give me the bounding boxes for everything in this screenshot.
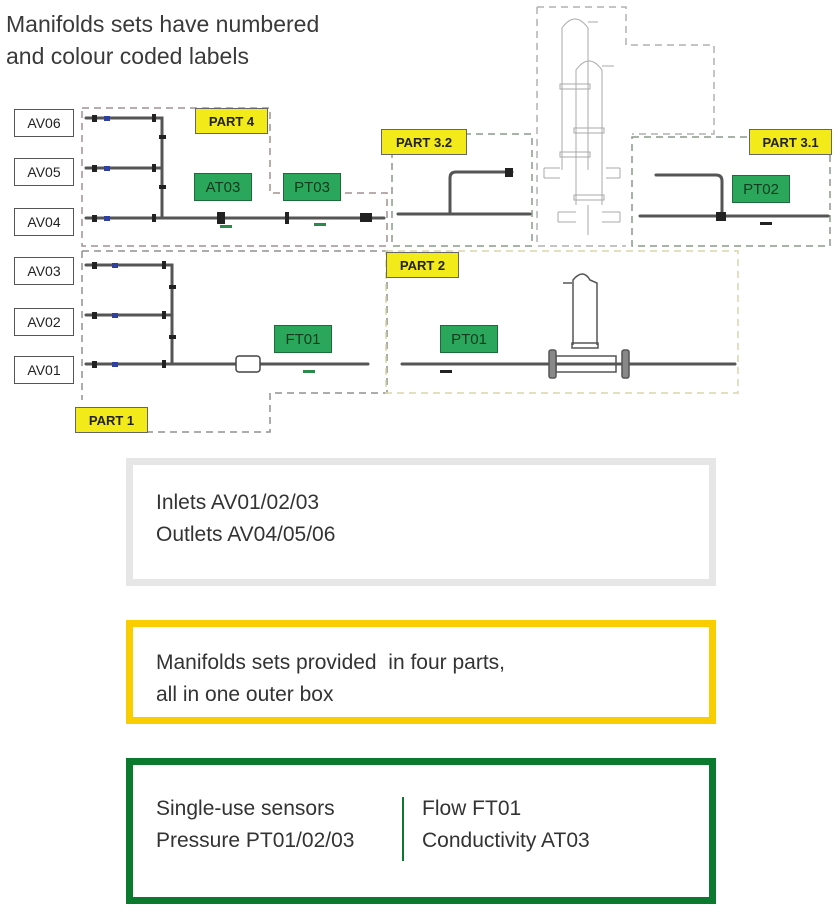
valve-label-av01: AV01 bbox=[14, 356, 74, 384]
title-line-2: and colour coded labels bbox=[6, 43, 249, 69]
part-label-4: PART 4 bbox=[195, 108, 268, 134]
part4-region bbox=[81, 107, 388, 247]
column-divider bbox=[402, 797, 404, 861]
valve-label-av02: AV02 bbox=[14, 308, 74, 336]
filter-capsule bbox=[572, 273, 598, 345]
outlets-text: Outlets AV04/05/06 bbox=[156, 523, 336, 546]
column-housing-2 bbox=[575, 60, 603, 205]
single-use-sensors-text: Single-use sensors bbox=[156, 797, 335, 820]
conductivity-sensor-text: Conductivity AT03 bbox=[422, 829, 590, 852]
sensor-label-pt02: PT02 bbox=[732, 175, 790, 203]
sensors-left-column: Single-use sensors Pressure PT01/02/03 bbox=[156, 793, 402, 897]
pipe-part31-branch bbox=[654, 173, 724, 218]
valve-label-av06: AV06 bbox=[14, 109, 74, 137]
part32-region bbox=[391, 133, 533, 247]
part2-region bbox=[385, 250, 739, 394]
sensor-label-at03: AT03 bbox=[194, 173, 252, 201]
parts-info-box: Manifolds sets provided in four parts, a… bbox=[126, 620, 716, 724]
flow-meter-ft01 bbox=[235, 355, 261, 373]
sensor-label-pt01: PT01 bbox=[440, 325, 498, 353]
sensor-label-pt03: PT03 bbox=[283, 173, 341, 201]
sensors-right-column: Flow FT01 Conductivity AT03 bbox=[422, 793, 590, 897]
column-region-bottom bbox=[536, 7, 626, 247]
column-housing-1 bbox=[561, 18, 589, 170]
ports-info-box: Inlets AV01/02/03 Outlets AV04/05/06 bbox=[126, 458, 716, 586]
valve-label-av05: AV05 bbox=[14, 158, 74, 186]
pipe-av06 bbox=[84, 116, 164, 220]
part-label-2: PART 2 bbox=[386, 252, 459, 278]
title-line-1: Manifolds sets have numbered bbox=[6, 11, 320, 37]
part1-region bbox=[82, 250, 388, 433]
manifold-schematic bbox=[81, 6, 831, 433]
pressure-sensors-text: Pressure PT01/02/03 bbox=[156, 829, 355, 852]
parts-text-line-1: Manifolds sets provided in four parts, bbox=[156, 651, 506, 674]
valve-label-av03: AV03 bbox=[14, 257, 74, 285]
part-label-3-2: PART 3.2 bbox=[381, 129, 467, 155]
flow-sensor-text: Flow FT01 bbox=[422, 797, 522, 820]
page-title: Manifolds sets have numbered and colour … bbox=[6, 8, 319, 72]
inlets-text: Inlets AV01/02/03 bbox=[156, 491, 320, 514]
pipe-part32-branch bbox=[448, 170, 514, 216]
part-label-3-1: PART 3.1 bbox=[749, 129, 832, 155]
sensors-info-box: Single-use sensors Pressure PT01/02/03 F… bbox=[126, 758, 716, 904]
part-label-1: PART 1 bbox=[75, 407, 148, 433]
parts-text-line-2: all in one outer box bbox=[156, 683, 334, 706]
valve-label-av04: AV04 bbox=[14, 208, 74, 236]
column-region bbox=[537, 6, 715, 135]
sensor-label-ft01: FT01 bbox=[274, 325, 332, 353]
